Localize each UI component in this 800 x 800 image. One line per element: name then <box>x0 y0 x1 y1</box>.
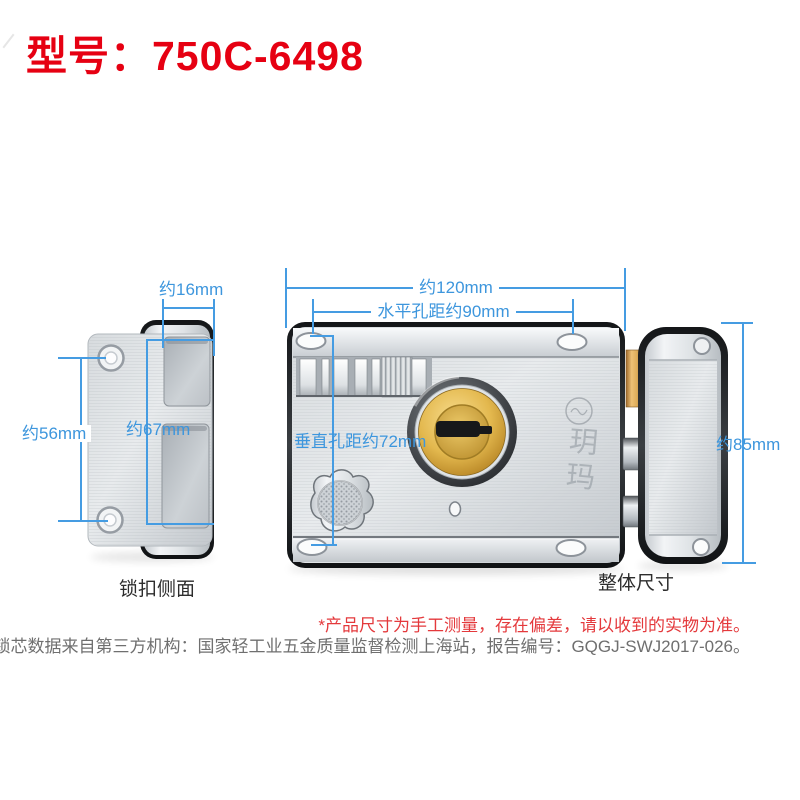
dim-overall-width-label: 约120mm <box>413 279 499 296</box>
keyhole-cylinder <box>407 375 517 487</box>
dim-strike-holes-tick-top <box>58 357 106 359</box>
lock-body <box>287 322 625 568</box>
dim-hole-distance-h-tick-right <box>572 299 574 334</box>
dim-overall-width-tick-right <box>624 268 626 331</box>
dim-strike-height-tick-bottom <box>146 523 214 525</box>
measurement-note: *产品尺寸为手工测量，存在偏差，请以收到的实物为准。 <box>318 616 750 635</box>
caption-overall-size: 整体尺寸 <box>598 573 675 594</box>
lock-screw-holes <box>295 332 588 557</box>
dim-keeper-height-tick-top <box>721 322 753 324</box>
dim-flange-width-tick-left <box>162 299 164 348</box>
brand-etching-text: 玥玛 <box>560 424 598 498</box>
dim-hole-distance-v-tick-top <box>310 335 334 337</box>
strike-plate-screw-holes <box>96 344 125 534</box>
dim-keeper-height-line <box>742 323 744 564</box>
dim-hole-distance-h-label: 水平孔距约90mm <box>371 303 516 320</box>
dim-hole-distance-h-tick-left <box>312 299 314 334</box>
center-pin-hole <box>448 501 462 517</box>
dim-keeper-height-label: 约85mm <box>716 435 781 454</box>
dim-strike-height-line <box>146 340 148 525</box>
dim-flange-width-tick-right <box>213 299 215 356</box>
keeper-screw-holes <box>692 337 711 556</box>
locking-knob <box>310 469 374 532</box>
dim-strike-holes-label: 约56mm <box>17 425 92 442</box>
footnotes: *产品尺寸为手工测量，存在偏差，请以收到的实物为准。 *C级锁芯数据来自第三方机… <box>0 615 750 657</box>
brand-logo-ring <box>565 397 593 425</box>
dim-hole-distance-v-line <box>332 337 334 546</box>
dim-overall-width-tick-left <box>285 268 287 328</box>
caption-strike-side: 锁扣侧面 <box>119 579 196 600</box>
keyhole-slot <box>436 421 492 437</box>
dim-overall-width-labelwrap: 约120mm <box>286 279 626 298</box>
dim-strike-height-label: 约67mm <box>126 420 191 439</box>
dim-hole-distance-v-tick-bottom <box>311 544 337 546</box>
dim-strike-holes-tick-bottom <box>58 520 108 522</box>
dim-flange-width-label: 约16mm <box>159 280 224 299</box>
dim-hole-distance-v-label: 垂直孔距约72mm <box>294 432 427 451</box>
dim-flange-width-line <box>163 307 215 309</box>
dim-hole-distance-h-labelwrap: 水平孔距约90mm <box>313 303 574 322</box>
keeper-box <box>638 327 728 564</box>
ridged-strip <box>296 356 432 398</box>
certification-note: *C级锁芯数据来自第三方机构：国家轻工业五金质量监督检测上海站，报告编号：GQG… <box>0 637 750 656</box>
dim-strike-height-tick-top <box>146 339 214 341</box>
model-number-title: 型号：750C-6498 <box>26 33 364 79</box>
dim-keeper-height-tick-bottom <box>722 562 756 564</box>
